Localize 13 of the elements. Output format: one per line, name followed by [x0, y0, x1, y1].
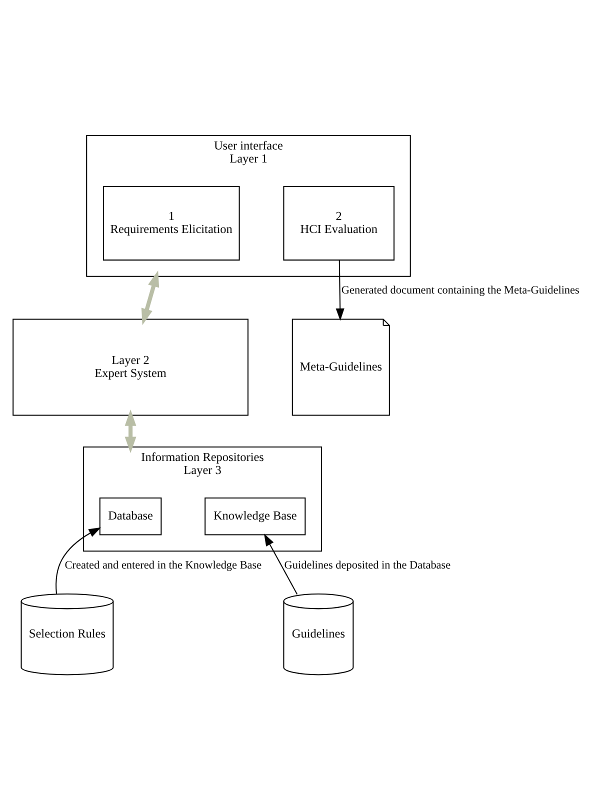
node-box: Knowledge Base — [204, 497, 306, 535]
arrow — [124, 408, 136, 453]
edge-label: Generated document containing the Meta-Guidelines — [340, 284, 579, 296]
edge-label: Created and entered in the Knowledge Base — [64, 558, 262, 571]
node-box: 2 HCI Evaluation — [282, 186, 394, 260]
arrow — [55, 526, 101, 594]
arrow — [140, 270, 159, 325]
edge-label: Guidelines deposited in the Database — [284, 558, 450, 571]
arrow — [335, 260, 344, 320]
node-box: Database — [98, 497, 162, 535]
node-box: 1 Requirements Elicitation — [102, 186, 240, 260]
node-box: Layer 2 Expert System — [12, 318, 248, 416]
arrow — [264, 533, 298, 594]
